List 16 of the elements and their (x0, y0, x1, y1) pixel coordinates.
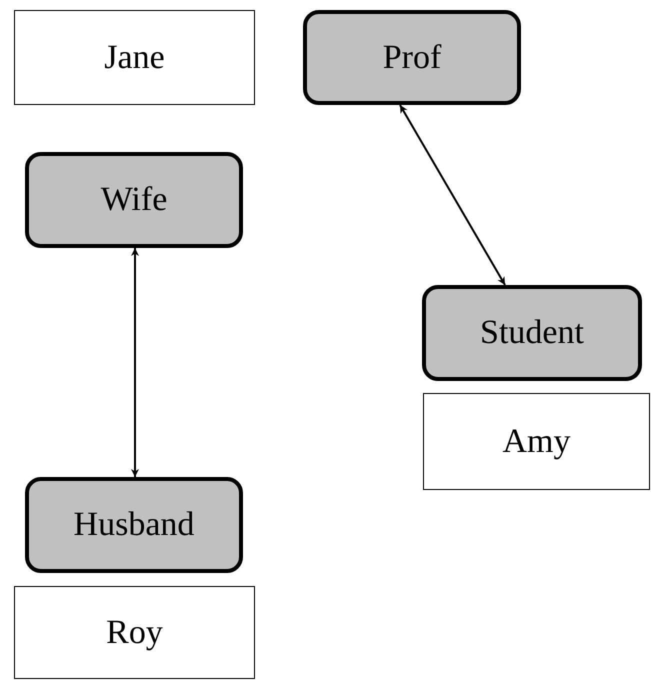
role-box (422, 285, 642, 381)
name-box (14, 586, 255, 679)
role-box (25, 152, 243, 248)
role-label: Husband (74, 506, 194, 544)
name-box (423, 393, 650, 490)
role-label: Student (480, 314, 584, 352)
name-label: Jane (104, 38, 165, 76)
name-label: Amy (502, 422, 570, 460)
role-box (303, 10, 521, 105)
role-box (25, 477, 243, 573)
name-label: Roy (106, 614, 163, 652)
arrow (399, 104, 506, 286)
role-label: Wife (100, 181, 168, 219)
role-label: Prof (382, 38, 442, 76)
arrow (131, 248, 139, 477)
name-box (14, 10, 255, 105)
